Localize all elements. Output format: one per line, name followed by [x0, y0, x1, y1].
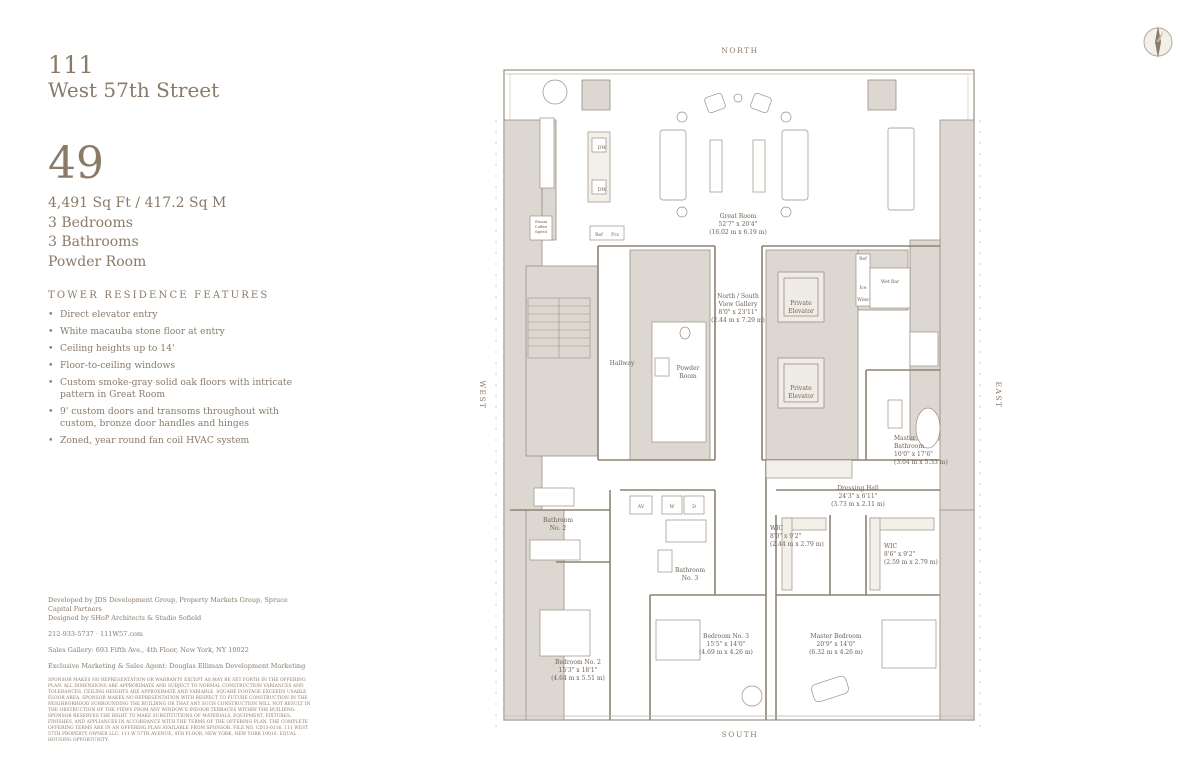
hallway-label: Hallway	[610, 360, 635, 367]
dressing-hall	[765, 459, 853, 479]
great-room-label: Great Room	[720, 213, 757, 220]
wine-label: Wine	[857, 297, 869, 303]
bed3-dims: 15'5" x 14'0"	[707, 641, 746, 648]
features-list: Direct elevator entry White macauba ston…	[48, 309, 348, 447]
elevators	[777, 271, 825, 409]
developer-credit: Developed by JDS Development Group, Prop…	[48, 596, 288, 613]
compass-rose-icon	[1143, 26, 1173, 58]
bath2-label: Bathroom	[543, 517, 573, 524]
av-label: AV	[637, 504, 645, 510]
dressing-hall-dims: 24'3" x 6'11"	[839, 493, 878, 500]
building-number: 111	[48, 51, 94, 79]
elevator-label: Elevator	[788, 308, 814, 315]
info-panel: 111 West 57th Street 49 4,491 Sq Ft / 41…	[48, 52, 348, 452]
building-name: West 57th Street	[48, 78, 220, 102]
wic-dims: 8'0" x 9'2"	[770, 533, 802, 540]
feature-item: Floor-to-ceiling windows	[48, 360, 300, 372]
credits: Developed by JDS Development Group, Prop…	[48, 596, 313, 751]
master-bath-fixtures	[887, 331, 941, 449]
coffee-label: Steam	[535, 219, 548, 224]
feature-item: Custom smoke-gray solid oak floors with …	[48, 377, 300, 401]
feature-item: Direct elevator entry	[48, 309, 300, 321]
staircase	[527, 297, 591, 359]
master-bed-label: Master Bedroom	[810, 633, 861, 640]
bed3-metric: (4.69 m x 4.26 m)	[699, 649, 753, 656]
bath3-label: Bathroom	[675, 567, 705, 574]
designer-credit: Designed by SHoP Architects & Studio Sof…	[48, 614, 202, 622]
bath2-label: No. 2	[550, 525, 567, 532]
wet-bar	[855, 253, 911, 309]
bathroom-2	[529, 487, 581, 561]
powder-room	[651, 321, 707, 443]
ref-label: Ref	[859, 256, 867, 262]
elevator-label: Elevator	[788, 393, 814, 400]
feature-item: White macauba stone floor at entry	[48, 326, 300, 338]
dishwasher-label: DW	[598, 145, 607, 151]
bathroom-3	[629, 495, 707, 573]
ice-label: Ice	[860, 285, 867, 291]
coffee-label: Coffee	[535, 224, 548, 229]
dryer-label: D	[692, 504, 696, 510]
sales-agent: Exclusive Marketing & Sales Agent: Dougl…	[48, 662, 306, 670]
wic-shelves	[781, 517, 935, 591]
floor-number: 49	[48, 138, 104, 189]
wic-dims: 8'6" x 9'2"	[884, 551, 916, 558]
washer-label: W	[670, 504, 675, 510]
dressing-hall-metric: (3.73 m x 2.11 m)	[831, 501, 885, 508]
master-bed-dims: 20'9" x 14'0"	[817, 641, 856, 648]
wic-metric: (2.59 m x 2.79 m)	[884, 559, 938, 566]
wic-label: WIC	[884, 543, 898, 550]
ref-label: Ref	[595, 232, 603, 238]
master-bath-metric: (3.04 m x 5.33 m)	[894, 459, 948, 466]
dressing-hall-label: Dressing Hall	[837, 485, 879, 492]
powder-label: Powder	[677, 365, 700, 372]
unit-specs: 4,491 Sq Ft / 417.2 Sq M 3 Bedrooms 3 Ba…	[48, 194, 348, 272]
gallery-label: View Gallery	[718, 301, 758, 308]
unit-powder: Powder Room	[48, 253, 147, 270]
master-bed-metric: (6.32 m x 4.26 m)	[809, 649, 863, 656]
south-label: SOUTH	[722, 730, 759, 739]
bath3-label: No. 3	[682, 575, 699, 582]
unit-bedrooms: 3 Bedrooms	[48, 214, 133, 231]
west-label: WEST	[478, 380, 487, 409]
great-room-dims: 52'7" x 20'4"	[719, 221, 758, 228]
unit-bathrooms: 3 Bathrooms	[48, 234, 139, 250]
elevator-label: Private	[790, 385, 812, 392]
freezer-label: Frz	[611, 232, 619, 238]
bed2-metric: (4.64 m x 5.51 m)	[551, 675, 605, 682]
powder-label: Room	[679, 373, 697, 380]
north-label: NORTH	[721, 46, 758, 55]
legal-disclaimer: SPONSOR MAKES NO REPRESENTATION OR WARRA…	[48, 678, 311, 743]
contact-line: 212-933-5737 · 111W57.com	[48, 630, 144, 638]
bed2-dims: 15'3" x 18'1"	[559, 667, 598, 674]
master-bath-dims: 10'0" x 17'6"	[894, 451, 933, 458]
bedroom-furniture	[539, 609, 937, 707]
bed2-label: Bedroom No. 2	[555, 659, 601, 666]
great-room-metric: (16.02 m x 6.19 m)	[709, 229, 767, 236]
sales-gallery: Sales Gallery: 693 Fifth Ave., 4th Floor…	[48, 646, 249, 654]
feature-item: Zoned, year round fan coil HVAC system	[48, 435, 300, 447]
wet-bar-label: Wet Bar	[881, 279, 900, 285]
floor-plan: NORTH SOUTH WEST EAST DW DW Steam Coffee…	[478, 46, 1003, 739]
elevator-label: Private	[790, 300, 812, 307]
bed3-label: Bedroom No. 3	[703, 633, 749, 640]
gallery-label: North / South	[717, 293, 759, 300]
kitchen	[529, 117, 625, 241]
master-bath-label: Bathroom	[894, 443, 924, 450]
gallery-metric: (2.44 m x 7.29 m)	[711, 317, 765, 324]
feature-item: 9' custom doors and transoms throughout …	[48, 406, 300, 430]
coffee-label: Speed	[535, 229, 548, 234]
wic-label: WIC	[770, 525, 784, 532]
wic-metric: (2.44 m x 2.79 m)	[770, 541, 824, 548]
features-title: TOWER RESIDENCE FEATURES	[48, 290, 270, 301]
unit-area: 4,491 Sq Ft / 417.2 Sq M	[48, 195, 227, 211]
window-lines	[504, 73, 974, 717]
master-bath-label: Master	[894, 435, 916, 442]
dishwasher-label: DW	[598, 187, 607, 193]
great-room-furniture	[542, 79, 915, 218]
east-label: EAST	[994, 381, 1003, 408]
gallery-dims: 8'0" x 23'11"	[719, 309, 758, 316]
feature-item: Ceiling heights up to 14'	[48, 343, 300, 355]
